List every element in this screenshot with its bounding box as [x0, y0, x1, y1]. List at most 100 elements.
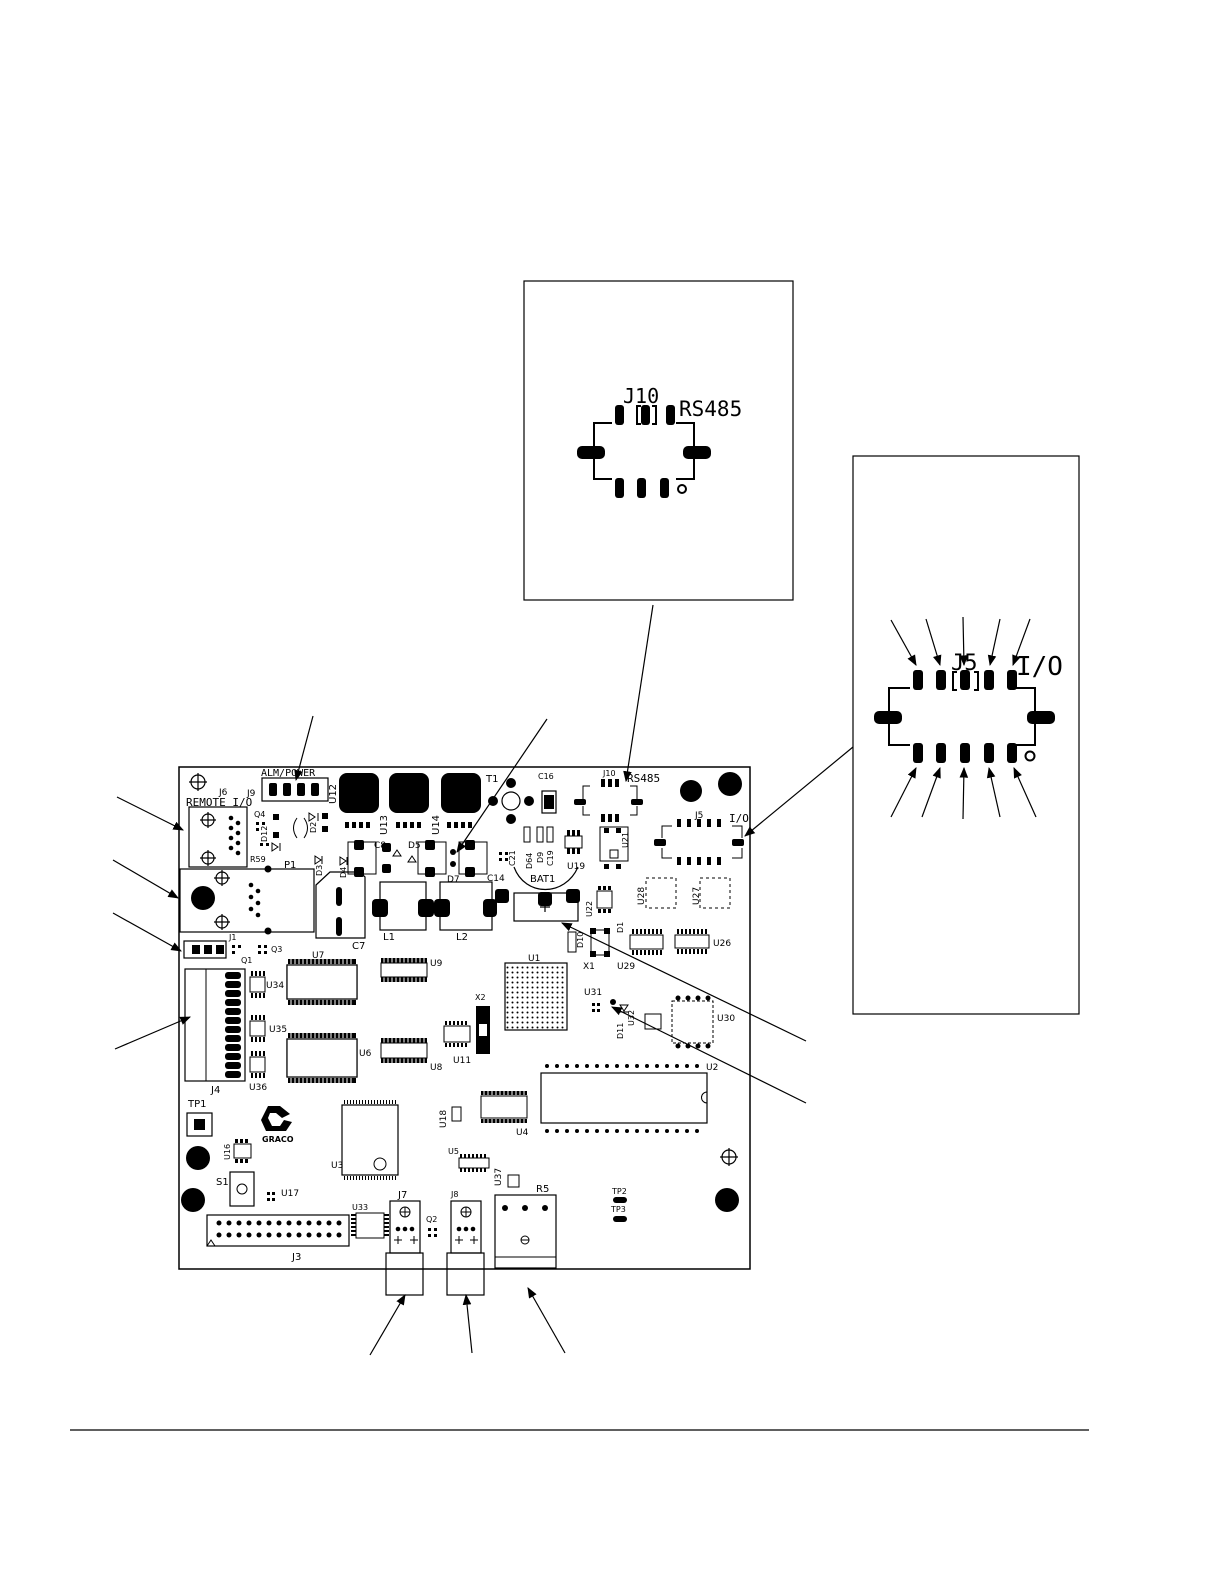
- d10-label: D10: [576, 932, 585, 948]
- j3-label: J3: [291, 1252, 301, 1263]
- d11-label: D11: [616, 1023, 625, 1039]
- r59-label: R59: [250, 855, 266, 864]
- c14-label: C14: [487, 874, 505, 884]
- u2-label: U2: [706, 1063, 718, 1073]
- c19-label: C19: [546, 850, 555, 866]
- j10-top-pin: [615, 405, 624, 425]
- j10-mount-pad: [577, 446, 605, 459]
- j5-bottom-pin: [936, 743, 946, 763]
- u3-label: U3: [331, 1161, 343, 1171]
- u17-label: U17: [281, 1189, 299, 1199]
- l1-label: L1: [383, 932, 395, 943]
- rs485-label: RS485: [627, 772, 660, 785]
- bat1-label: BAT1: [530, 874, 555, 885]
- io-label: I/O: [729, 812, 749, 825]
- inset-j10-rs485: J10 RS485: [523, 280, 794, 601]
- j5-mount-pad: [1027, 711, 1055, 724]
- graco-label: GRACO: [262, 1135, 294, 1144]
- j5-bottom-pin: [1007, 743, 1017, 763]
- j5-top-pin: [960, 670, 970, 690]
- u35-label: U35: [269, 1025, 287, 1035]
- u21-label: U21: [621, 832, 630, 848]
- u28-label: U28: [637, 887, 647, 905]
- c7-label: C7: [352, 941, 365, 952]
- u32-label: U32: [627, 1010, 636, 1026]
- j6-connector: [188, 806, 248, 868]
- j9-label: J9: [246, 789, 256, 799]
- d12-label: D12: [260, 826, 269, 842]
- d9-label: D9: [536, 852, 545, 863]
- remote-io-label: REMOTE I/O: [186, 796, 252, 809]
- u1-label: U1: [528, 954, 540, 964]
- d7-label: D7: [447, 875, 460, 885]
- u36-label: U36: [249, 1083, 267, 1093]
- tp2-label: TP2: [611, 1187, 627, 1196]
- u30-label: U30: [717, 1014, 735, 1024]
- d64-label: D64: [525, 853, 534, 869]
- j10-bottom-pin: [637, 478, 646, 498]
- d5-label: D5: [408, 841, 421, 851]
- q1-label: Q1: [241, 956, 252, 965]
- u5-label: U5: [448, 1147, 459, 1156]
- inset-j10-name: RS485: [679, 397, 742, 421]
- t1-label: T1: [485, 774, 498, 785]
- j10-mount-pad: [683, 446, 711, 459]
- d2-label: D2: [309, 822, 318, 833]
- d1-label: D1: [616, 922, 625, 933]
- c16-label: C16: [538, 772, 554, 781]
- l2-label: L2: [456, 932, 468, 943]
- circuit-board: J6 REMOTE I/O ALM/POWER J9 U12 U13 U14 T…: [178, 766, 751, 1296]
- j10-bottom-pin: [660, 478, 669, 498]
- j4-connector: [184, 968, 246, 1082]
- board-outline: [178, 766, 751, 1270]
- j7-label: J7: [397, 1190, 407, 1201]
- u29-label: U29: [617, 962, 635, 972]
- inset-j5-io: J5 I/O: [852, 455, 1080, 1015]
- u7-label: U7: [312, 951, 324, 961]
- u22-label: U22: [585, 901, 594, 917]
- j4-label: J4: [210, 1085, 220, 1096]
- j5-label: J5: [694, 811, 703, 821]
- j5-top-pin: [936, 670, 946, 690]
- u19-label: U19: [567, 862, 585, 872]
- r5-label: R5: [536, 1184, 549, 1195]
- u34-label: U34: [266, 981, 284, 991]
- d3-label: D3: [315, 865, 324, 876]
- u6-label: U6: [359, 1049, 372, 1059]
- j5-mount-pad: [874, 711, 902, 724]
- tp1-label: TP1: [187, 1099, 207, 1110]
- c8-label: C8: [374, 841, 386, 851]
- u12-label: U12: [328, 784, 339, 804]
- u37-label: U37: [494, 1168, 504, 1186]
- s1-label: S1: [216, 1177, 229, 1188]
- j5-top-pin: [1007, 670, 1017, 690]
- u9-label: U9: [430, 959, 443, 969]
- j10-top-pin: [666, 405, 675, 425]
- x2-label: X2: [475, 993, 486, 1002]
- j8-label: J8: [450, 1190, 458, 1199]
- q3-label: Q3: [271, 945, 282, 954]
- j6-label: J6: [218, 788, 228, 798]
- graco-logo: GRACO: [261, 1106, 294, 1144]
- j10-top-pin: [641, 405, 650, 425]
- j5-pin-callouts: [890, 616, 1037, 820]
- alm-power-label: ALM/POWER: [261, 768, 316, 779]
- u1-chip: [504, 962, 568, 1031]
- c21-label: C21: [508, 850, 517, 866]
- u18-label: U18: [439, 1110, 449, 1128]
- j5-bottom-pin: [984, 743, 994, 763]
- u11-label: U11: [453, 1056, 471, 1066]
- p1-connector: [179, 868, 315, 933]
- x1-label: X1: [583, 962, 595, 972]
- j10-connector: [574, 779, 643, 822]
- u33-label: U33: [352, 1203, 368, 1212]
- u13-label: U13: [379, 815, 390, 835]
- u4-label: U4: [516, 1128, 529, 1138]
- board-callouts: [112, 604, 854, 1356]
- q4-label: Q4: [254, 810, 265, 819]
- j1-connector: [183, 940, 227, 959]
- u8-label: U8: [430, 1063, 443, 1073]
- u3-chip: [341, 1104, 399, 1176]
- u26-label: U26: [713, 939, 731, 949]
- u14-label: U14: [431, 815, 442, 835]
